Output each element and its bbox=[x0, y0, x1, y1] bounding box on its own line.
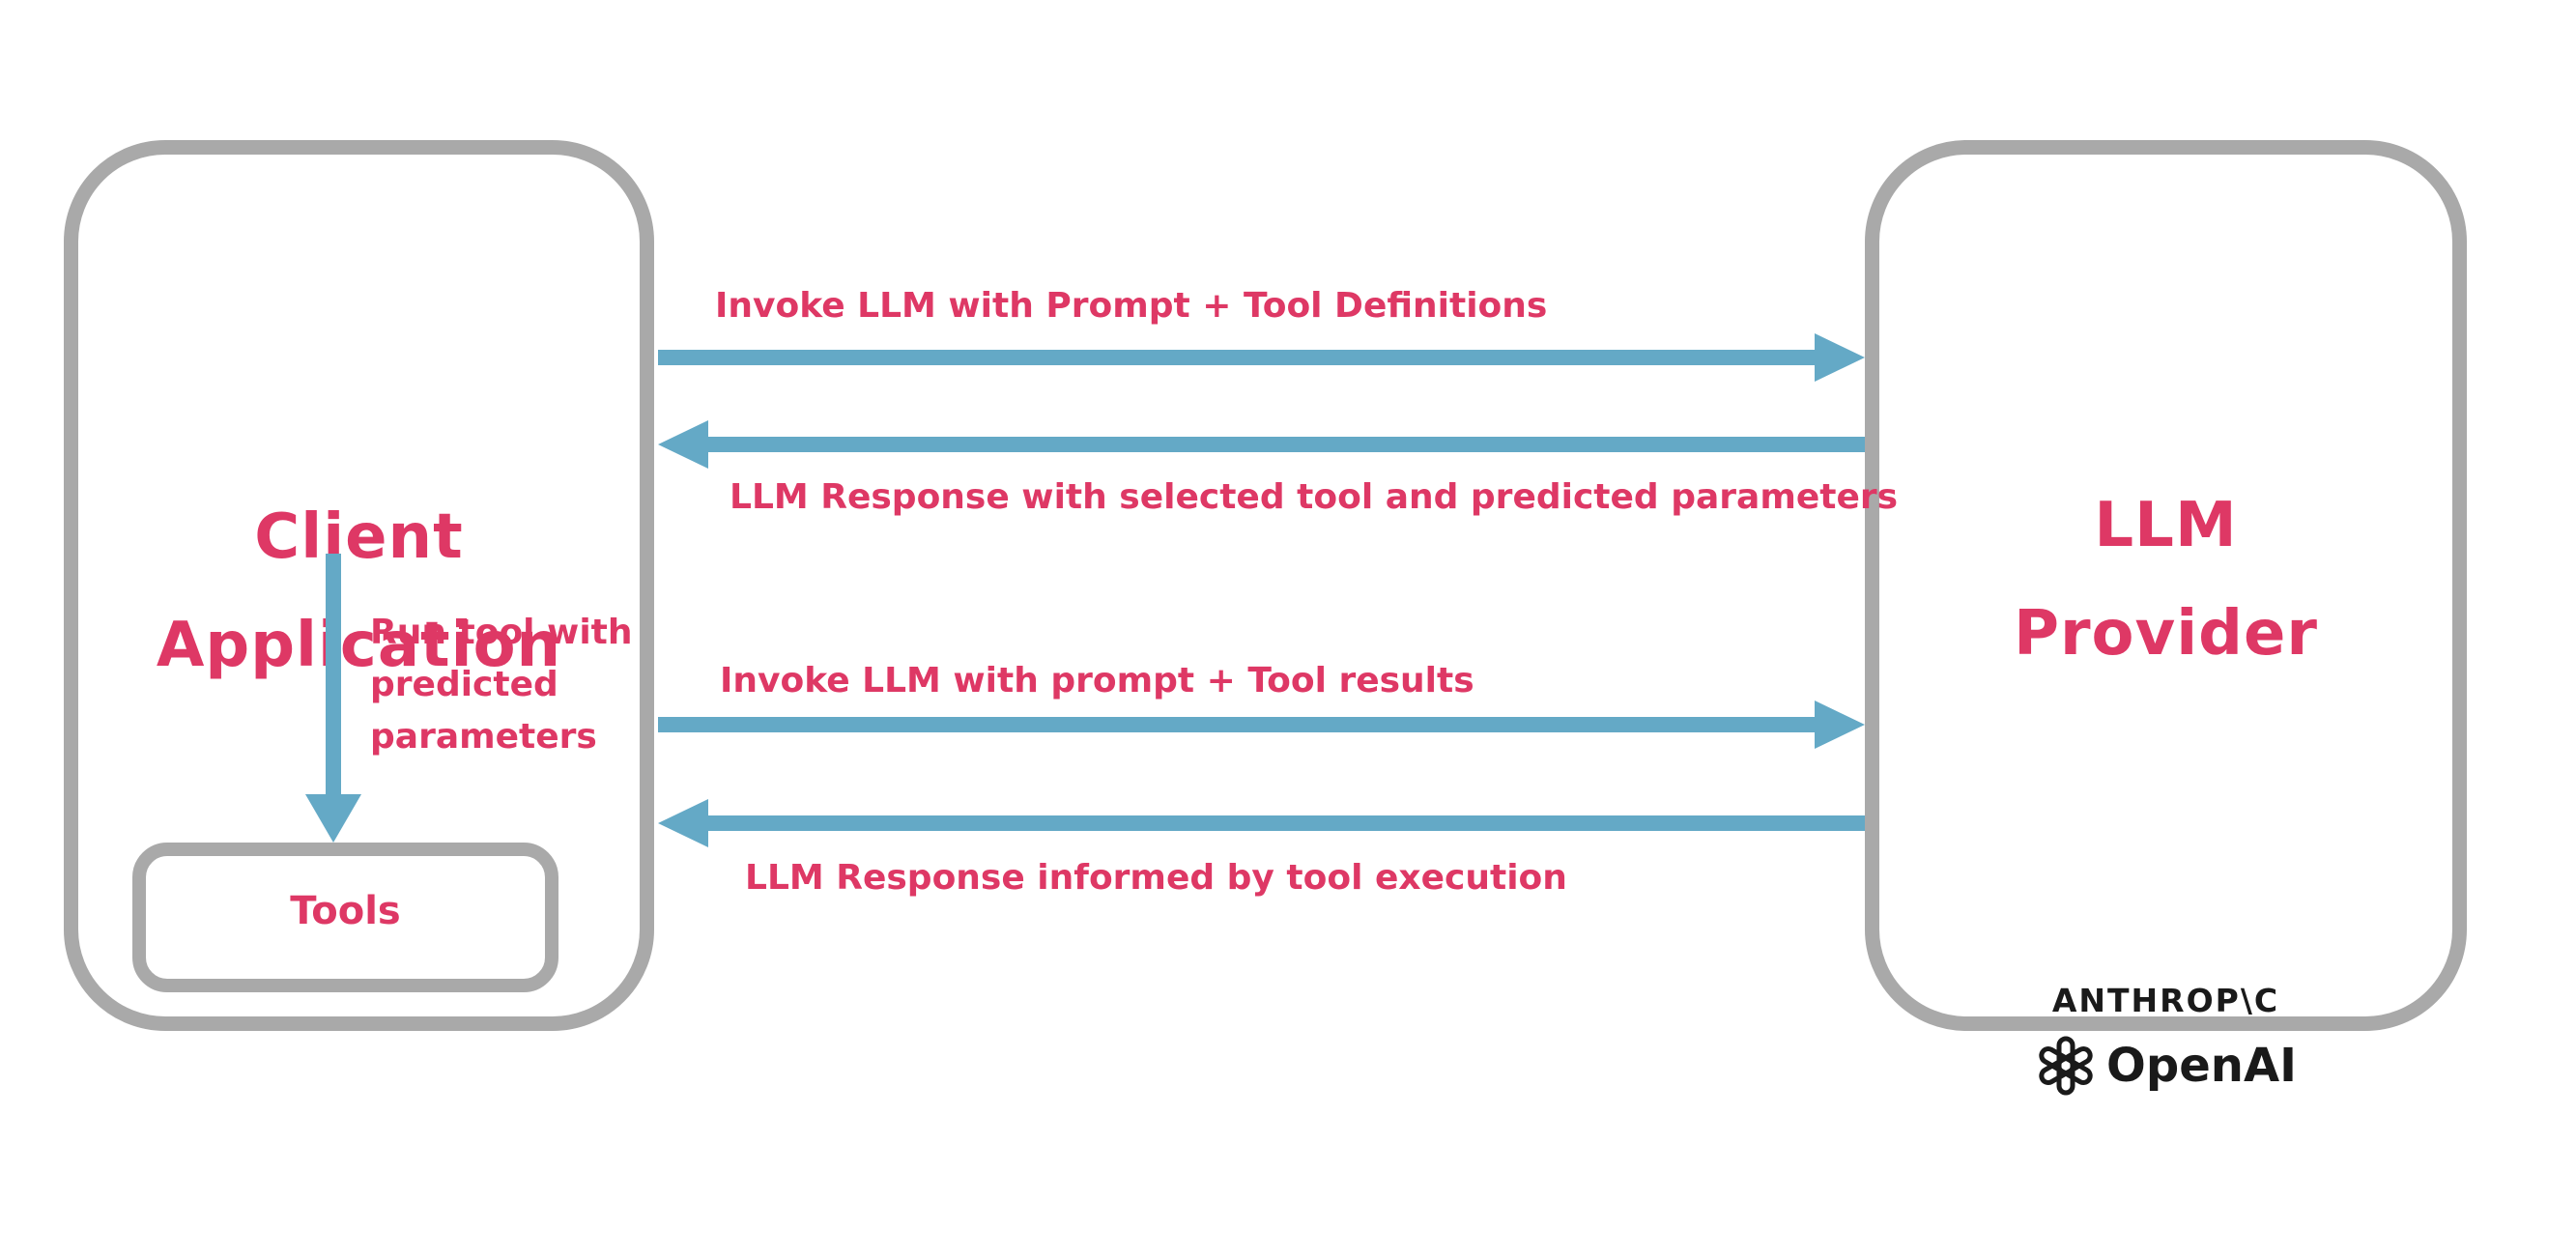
arrow-shaft bbox=[658, 350, 1815, 365]
run-tool-note-line-3: parameters bbox=[370, 717, 597, 757]
arrowhead-left-icon bbox=[658, 420, 708, 469]
arrowhead-right-icon bbox=[1815, 700, 1865, 749]
arrowhead-left-icon bbox=[658, 799, 708, 847]
openai-logo: OpenAI bbox=[2035, 1035, 2297, 1097]
client-title-line-2: Application bbox=[156, 610, 562, 681]
openai-knot-icon bbox=[2039, 1036, 2093, 1096]
label-response-informed: LLM Response informed by tool execution bbox=[745, 858, 1567, 898]
llm-title-line-2: Provider bbox=[2014, 598, 2318, 670]
label-response-selected-tool: LLM Response with selected tool and pred… bbox=[730, 477, 1899, 517]
label-invoke-prompt-tool-definitions: Invoke LLM with Prompt + Tool Definition… bbox=[715, 286, 1548, 326]
llm-provider-box: LLM Provider ANTHROP\C OpenAI bbox=[1865, 140, 2467, 1096]
provider-logos: ANTHROP\C OpenAI bbox=[1879, 982, 2452, 1097]
run-tool-note: Run tool with predicted parameters bbox=[370, 607, 633, 763]
run-tool-note-line-2: predicted bbox=[370, 665, 558, 704]
arrow-shaft bbox=[326, 554, 341, 794]
tools-box: Tools bbox=[132, 843, 558, 992]
client-application-title: Client Application bbox=[78, 483, 640, 700]
arrowhead-down-icon bbox=[305, 794, 361, 843]
run-tool-note-line-1: Run tool with bbox=[370, 613, 633, 652]
llm-title-line-1: LLM bbox=[2094, 490, 2238, 561]
label-invoke-prompt-tool-results: Invoke LLM with prompt + Tool results bbox=[720, 661, 1474, 700]
openai-wordmark: OpenAI bbox=[2106, 1039, 2297, 1093]
arrow-shaft bbox=[706, 437, 1865, 452]
tools-label: Tools bbox=[290, 888, 401, 933]
llm-provider-title: LLM Provider bbox=[1879, 472, 2452, 688]
arrow-shaft bbox=[706, 815, 1865, 831]
anthropic-logo: ANTHROP\C bbox=[2051, 982, 2280, 1019]
client-title-line-1: Client bbox=[254, 501, 464, 573]
arrow-shaft bbox=[658, 717, 1815, 732]
arrowhead-right-icon bbox=[1815, 333, 1865, 382]
